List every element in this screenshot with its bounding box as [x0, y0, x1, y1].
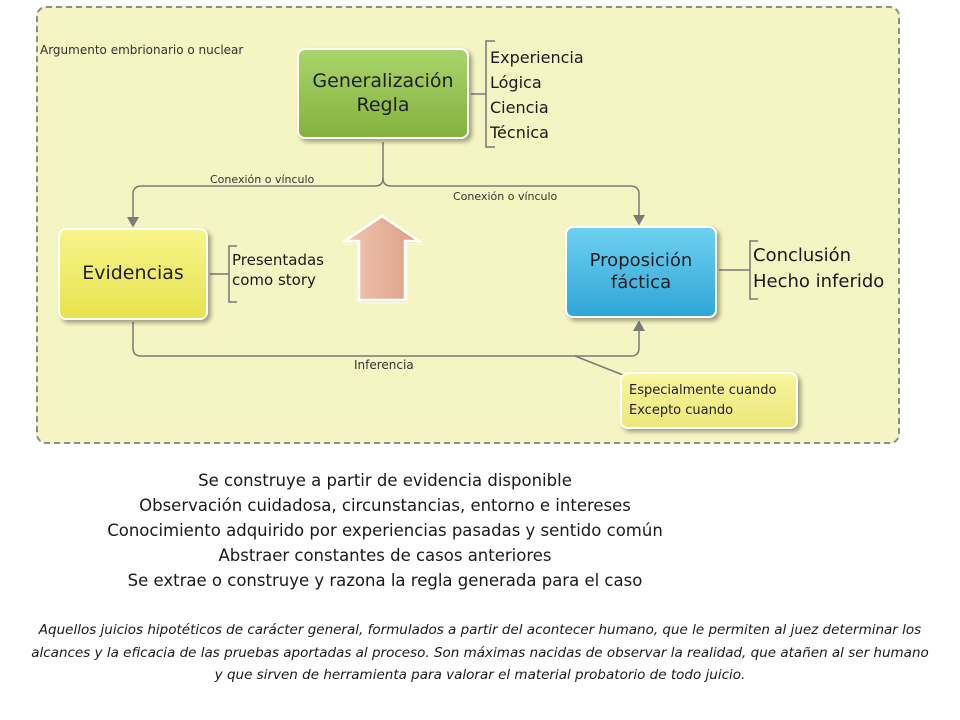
connector-note [574, 355, 624, 376]
definition-paragraph: Aquellos juicios hipotéticos de carácter… [31, 622, 929, 683]
edge-label-rule-proposition: Conexión o vínculo [453, 190, 558, 203]
up-arrow-icon [340, 214, 426, 305]
note-line-1: Especialmente cuando [629, 383, 777, 398]
proposition-node-line-1: Proposición [589, 249, 693, 271]
rule-source-item: Lógica [490, 73, 542, 92]
evidence-node[interactable]: Evidencias [58, 228, 208, 320]
evidence-notes-list: Presentadas como story [232, 250, 324, 290]
note-line-2: Excepto cuando [629, 402, 734, 418]
rule-source-item: Ciencia [490, 98, 549, 117]
rule-node[interactable]: Generalización Regla [297, 48, 469, 139]
bracket-rule [471, 40, 495, 148]
evidence-note-item: Presentadas [232, 251, 324, 269]
frame-label: Argumento embrionario o nuclear [40, 43, 244, 57]
proposition-node[interactable]: Proposición fáctica [565, 226, 717, 318]
edge-label-inference: Inferencia [354, 358, 414, 372]
explanation-line: Se construye a partir de evidencia dispo… [198, 471, 572, 490]
proposition-note-item: Conclusión [753, 245, 852, 266]
edge-label-rule-evidence: Conexión o vínculo [210, 173, 315, 186]
explanation-line: Conocimiento adquirido por experiencias … [107, 521, 663, 540]
rule-node-line-1: Generalización [312, 69, 454, 92]
proposition-note-item: Hecho inferido [753, 271, 885, 292]
bracket-proposition [719, 240, 758, 300]
evidence-note-item: como story [232, 271, 316, 289]
rule-source-item: Técnica [490, 123, 549, 142]
proposition-node-line-2: fáctica [610, 272, 672, 293]
explanation-line: Observación cuidadosa, circunstancias, e… [139, 496, 631, 515]
explanation-line: Abstraer constantes de casos anteriores [218, 546, 552, 565]
evidence-node-label: Evidencias [82, 262, 184, 285]
rule-sources-list: Experiencia Lógica Ciencia Técnica [490, 45, 584, 145]
exception-note-node[interactable]: Especialmente cuando Excepto cuando [620, 372, 798, 429]
connector-rule-proposition [382, 177, 645, 226]
bracket-evidence [210, 245, 237, 303]
explanation-lines: Se construye a partir de evidencia dispo… [0, 468, 770, 593]
explanation-line: Se extrae o construye y razona la regla … [127, 571, 643, 590]
connector-inference [132, 320, 645, 357]
rule-node-line-2: Regla [356, 93, 410, 116]
connector-rule-evidence [127, 142, 384, 228]
proposition-notes-list: Conclusión Hecho inferido [753, 243, 884, 295]
rule-source-item: Experiencia [490, 48, 584, 67]
